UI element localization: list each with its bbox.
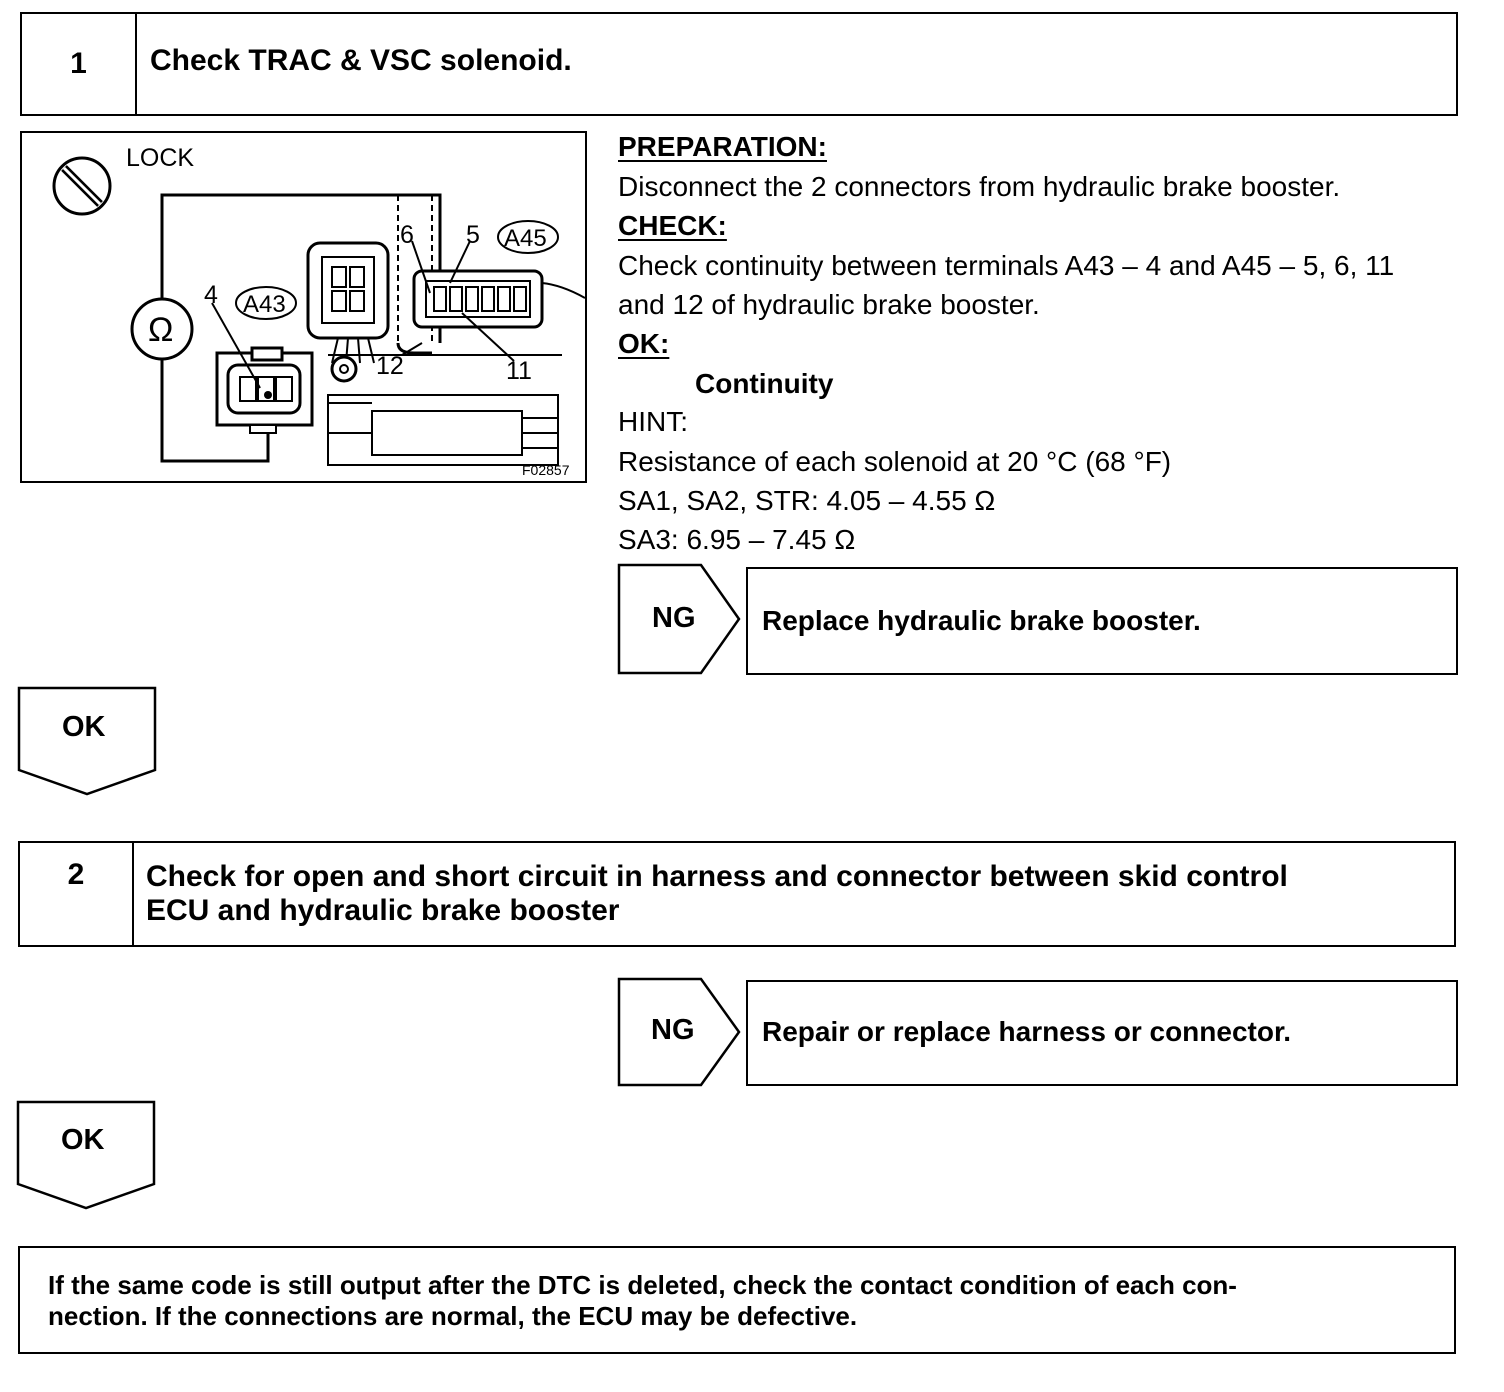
hint-line-3: SA3: 6.95 – 7.45 Ω	[618, 524, 856, 555]
step-1-header: 1 Check TRAC & VSC solenoid.	[20, 12, 1458, 116]
ng-2-action-box: Repair or replace harness or connector.	[746, 980, 1458, 1086]
final-note-line-2: nection. If the connections are normal, …	[48, 1301, 858, 1331]
check-heading: CHECK:	[618, 210, 727, 241]
connector-illustration: LOCK Ω 4 A43 6 5 A45 12 11 F02857	[20, 131, 587, 483]
terminal-5-label: 5	[466, 221, 480, 249]
ng-1-action-box: Replace hydraulic brake booster.	[746, 567, 1458, 675]
terminal-11-label: 11	[506, 357, 532, 385]
ng-1-label: NG	[652, 602, 696, 634]
lock-label: LOCK	[126, 144, 194, 172]
ok-2-arrow	[16, 1100, 156, 1210]
ng-2-arrow	[617, 977, 741, 1087]
wiring-diagram: LOCK Ω 4 A43 6 5 A45 12 11 F02857	[52, 144, 585, 478]
hint-heading: HINT:	[618, 406, 688, 437]
terminal-12-label: 12	[376, 352, 404, 380]
step-2-number: 2	[20, 843, 134, 907]
ok-value: Continuity	[695, 368, 834, 399]
final-note-text: If the same code is still output after t…	[48, 1270, 1430, 1332]
terminal-4-label: 4	[204, 281, 218, 309]
step-2-header: 2 Check for open and short circuit in ha…	[18, 841, 1456, 947]
step-2-title-line-1: Check for open and short circuit in harn…	[146, 860, 1288, 893]
preparation-heading: PREPARATION:	[618, 131, 827, 162]
preparation-text: Disconnect the 2 connectors from hydraul…	[618, 171, 1341, 202]
ng-2-action: Repair or replace harness or connector.	[762, 1016, 1292, 1047]
ok-2-label: OK	[61, 1124, 105, 1156]
check-text-line-2: and 12 of hydraulic brake booster.	[618, 289, 1040, 320]
ok-1-label: OK	[62, 711, 106, 743]
ohm-symbol: Ω	[148, 311, 173, 349]
ng-1-action: Replace hydraulic brake booster.	[762, 605, 1201, 636]
ok-heading: OK:	[618, 328, 670, 359]
connector-a45-label: A45	[504, 225, 547, 252]
check-text-line-1: Check continuity between terminals A43 –…	[618, 250, 1395, 281]
step-2-title-line-2: ECU and hydraulic brake booster	[146, 894, 620, 927]
ok-1-arrow	[17, 686, 157, 796]
step-1-title: Check TRAC & VSC solenoid.	[150, 44, 572, 77]
ng-1-arrow	[617, 563, 741, 675]
ng-2-label: NG	[651, 1014, 695, 1046]
final-note-line-1: If the same code is still output after t…	[48, 1270, 1237, 1300]
figure-code: F02857	[522, 462, 570, 478]
ignition-lock-icon	[52, 156, 112, 216]
hint-line-2: SA1, SA2, STR: 4.05 – 4.55 Ω	[618, 485, 996, 516]
hint-line-1: Resistance of each solenoid at 20 °C (68…	[618, 446, 1172, 477]
terminal-6-label: 6	[400, 221, 414, 249]
final-note-box: If the same code is still output after t…	[18, 1246, 1456, 1354]
step-1-number: 1	[22, 14, 137, 114]
connector-a43-label: A43	[243, 291, 286, 318]
